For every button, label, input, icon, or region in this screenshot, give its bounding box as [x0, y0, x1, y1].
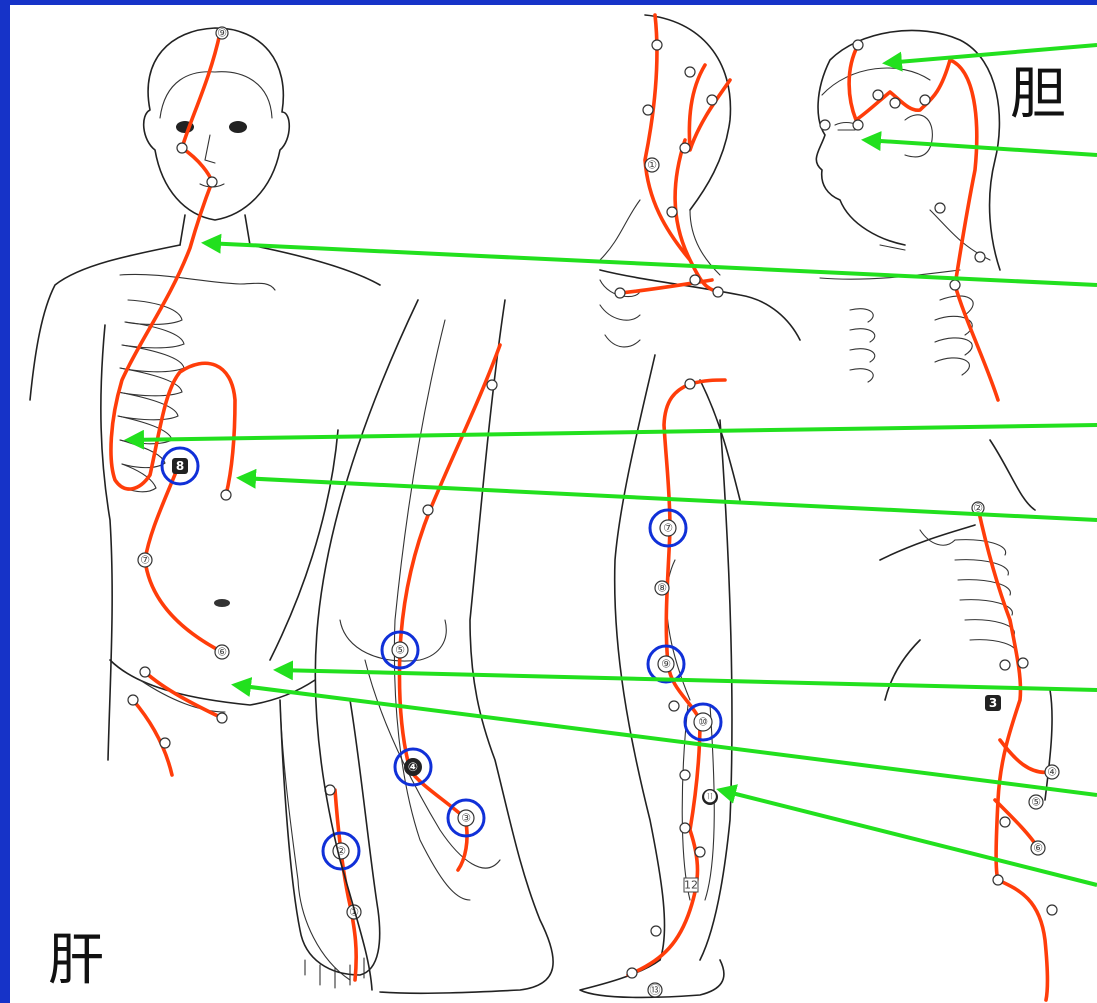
figure-lateral-torso: ② ④ ⑤ ⑥ 3 [880, 440, 1059, 1000]
lat-leg-outline [615, 355, 740, 960]
acupoint [707, 95, 717, 105]
point-number: ⑧ [657, 582, 667, 595]
liver-meridian-face [111, 33, 235, 495]
acupoint [1018, 658, 1028, 668]
acupoint [853, 40, 863, 50]
point-number: 3 [989, 696, 997, 710]
acupoint [667, 207, 677, 217]
pointer-arrow [205, 243, 1097, 285]
acupoint [217, 713, 227, 723]
pointer-arrow [886, 45, 1097, 63]
point-number: ⑩ [698, 716, 708, 729]
figure-side-head [816, 30, 1000, 400]
acupoint [975, 252, 985, 262]
front-hairline [160, 72, 272, 118]
point-number: ⑤ [1031, 796, 1041, 809]
front-clavicles [120, 274, 275, 290]
liver-meridian-leg [399, 345, 500, 870]
point-number: ④ [1047, 766, 1057, 779]
side-head-outline [816, 30, 1000, 270]
acupoint [627, 968, 637, 978]
acupoint [177, 143, 187, 153]
side-ribcage [850, 296, 973, 382]
acupoint [853, 120, 863, 130]
meridian-diagram: ⑨ ⑦ ⑥ 8 ② ① [10, 5, 1097, 1003]
acupoint [695, 847, 705, 857]
acupoint [680, 143, 690, 153]
point-number: ⓫ [704, 789, 716, 804]
liver-meridian-foot [335, 790, 356, 980]
acupoint [221, 490, 231, 500]
figure-back-head: ① [600, 15, 800, 347]
point-number: ⑨ [661, 658, 671, 671]
acupoint [1047, 905, 1057, 915]
acupoint [680, 770, 690, 780]
pointer-arrow [235, 685, 1097, 795]
point-number: ⑬ [650, 984, 661, 997]
front-nose [205, 135, 215, 163]
pointer-arrow [865, 140, 1097, 155]
acupoint [680, 823, 690, 833]
point-number: 8 [176, 459, 184, 473]
point-number: ⑥ [217, 646, 227, 659]
acupoint [890, 98, 900, 108]
front-pelvis [110, 660, 315, 705]
acupoint [669, 701, 679, 711]
navel [214, 599, 230, 607]
acupoint [423, 505, 433, 515]
acupoint [950, 280, 960, 290]
acupoint [207, 177, 217, 187]
acupoint [160, 738, 170, 748]
liver-label: 肝 [48, 933, 104, 989]
leg-tibia [365, 660, 500, 868]
acupoint [713, 287, 723, 297]
liver-meridian-groin [133, 672, 222, 775]
point-number: 12 [684, 879, 698, 892]
acupoint [1000, 660, 1010, 670]
point-number: ④ [408, 760, 418, 774]
acupoint [685, 379, 695, 389]
acupoint [140, 667, 150, 677]
point-number: ⑥ [1033, 842, 1043, 855]
acupoint [935, 203, 945, 213]
leg-outline-outer [315, 300, 553, 993]
acupoint [643, 105, 653, 115]
acupoint [820, 120, 830, 130]
pointer-arrow [128, 425, 1097, 440]
diagram-canvas: ⑨ ⑦ ⑥ 8 ② ① [10, 5, 1097, 1003]
acupoint [1000, 817, 1010, 827]
acupoint [920, 95, 930, 105]
front-shoulders [30, 245, 380, 400]
front-eye-right [229, 121, 247, 133]
point-number: ③ [461, 812, 471, 825]
acupoint [487, 380, 497, 390]
side-ear [905, 115, 932, 157]
gallbladder-label: 胆 [1010, 67, 1066, 123]
point-number: ⑦ [140, 554, 150, 567]
figure-medial-leg: ⑤ ④ ③ [315, 300, 553, 993]
liver-meridian-abdomen [145, 462, 222, 652]
side-neck [880, 210, 990, 260]
acupoint [873, 90, 883, 100]
point-number: ⑤ [395, 644, 405, 657]
gb-meridian-back-head [620, 15, 730, 293]
point-number: ① [647, 159, 657, 172]
acupoint [651, 926, 661, 936]
acupoint [690, 275, 700, 285]
point-number: ⑨ [217, 27, 227, 40]
acupoint [993, 875, 1003, 885]
acupoint [128, 695, 138, 705]
acupoint [652, 40, 662, 50]
point-number: ⑦ [663, 522, 673, 535]
front-head-outline [144, 28, 290, 220]
acupoint [685, 67, 695, 77]
acupoint [615, 288, 625, 298]
